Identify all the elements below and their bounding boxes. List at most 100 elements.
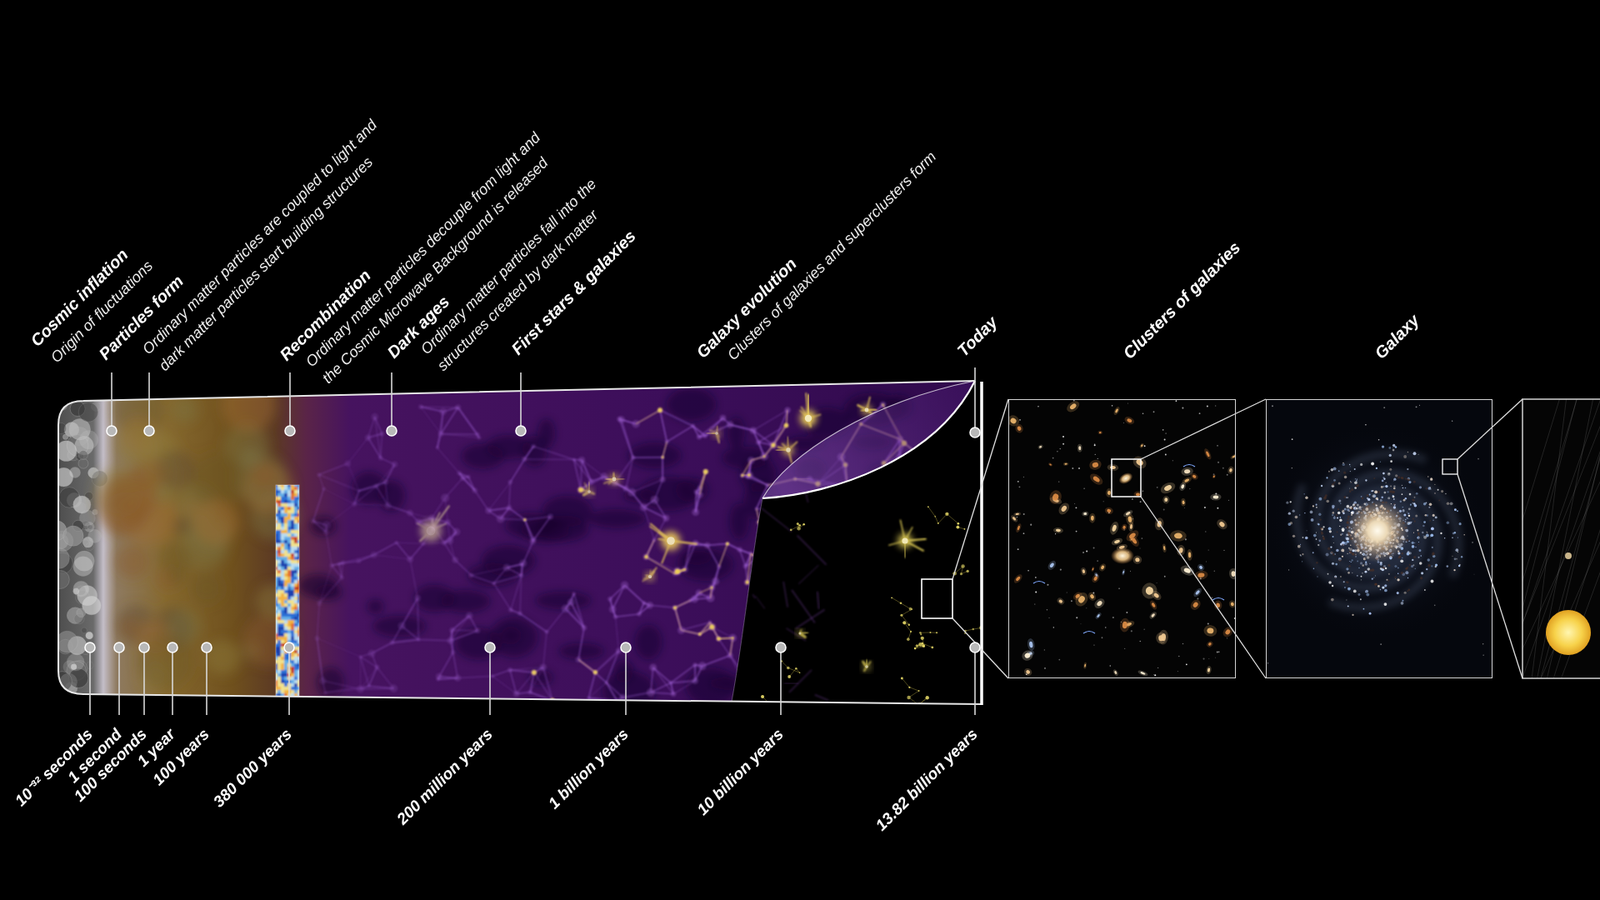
illustration-rect [294, 543, 299, 548]
illustration-line [675, 599, 695, 608]
illustration-rect [290, 570, 295, 575]
illustration-rect [277, 623, 282, 628]
illustration-line [612, 585, 625, 610]
illustration-line [623, 692, 651, 698]
illustration-rect [284, 573, 289, 578]
illustration-circle [420, 541, 425, 546]
illustration-line [707, 543, 728, 545]
galaxy-knot [649, 523, 697, 564]
illustration-rect [280, 670, 285, 675]
illustration-rect [277, 526, 282, 531]
illustration-ellipse [587, 509, 645, 529]
illustration-circle [770, 443, 775, 448]
illustration-circle [137, 634, 193, 690]
illustration-line [326, 504, 355, 525]
illustration-rect [280, 560, 285, 565]
illustration-line [660, 410, 667, 442]
illustration-line [459, 473, 475, 491]
illustration-rect [290, 593, 295, 598]
illustration-rect [284, 570, 289, 575]
illustration-rect [290, 536, 295, 541]
illustration-circle [78, 402, 99, 423]
illustration-line [534, 672, 553, 701]
illustration-rect [277, 616, 282, 621]
illustration-rect [290, 633, 295, 638]
illustration-rect [287, 563, 292, 568]
illustration-line [380, 434, 383, 459]
illustration-circle [523, 518, 527, 522]
illustration-rect [290, 603, 295, 608]
illustration-rect [284, 613, 289, 618]
illustration-rect [277, 536, 282, 541]
illustration-rect [277, 530, 282, 535]
illustration-line [705, 425, 730, 436]
illustration-circle [87, 524, 93, 530]
illustration-rect [290, 676, 295, 681]
illustration-line [494, 575, 522, 584]
illustration-rect [287, 546, 292, 551]
illustration-circle [62, 434, 68, 440]
illustration-rect [294, 536, 299, 541]
illustration-circle [374, 483, 380, 489]
illustration-rect [287, 516, 292, 521]
illustration-rect [277, 583, 282, 588]
illustration-line [420, 406, 459, 409]
illustration-line [805, 392, 809, 419]
illustration-rect [287, 513, 292, 518]
illustration-line [354, 485, 376, 505]
illustration-line [359, 485, 377, 491]
illustration-line [650, 605, 675, 608]
illustration-line [510, 670, 535, 673]
illustration-rect [290, 546, 295, 551]
illustration-line [570, 602, 585, 628]
illustration-rect [294, 486, 299, 491]
illustration-rect [294, 540, 299, 545]
illustration-circle [397, 621, 405, 630]
illustration-circle [785, 447, 790, 452]
illustration-rect [290, 660, 295, 665]
illustration-line [319, 475, 325, 490]
galaxy-knot [775, 436, 798, 464]
illustration-line [453, 652, 459, 679]
illustration-circle [694, 489, 700, 495]
illustration-rect [277, 493, 282, 498]
illustration-rect [50, 366, 992, 717]
illustration-rect [280, 680, 285, 685]
illustration-line [675, 600, 691, 608]
illustration-rect [287, 626, 292, 631]
illustration-line [354, 504, 388, 506]
illustration-rect [290, 503, 295, 508]
plasma-haze [93, 377, 299, 693]
illustration-rect [277, 593, 282, 598]
illustration-rect [284, 586, 289, 591]
illustration-rect [290, 620, 295, 625]
illustration-rect [294, 560, 299, 565]
illustration-circle [642, 553, 650, 560]
illustration-circle [60, 673, 78, 691]
illustration-rect [280, 486, 285, 491]
illustration-line [750, 456, 765, 461]
illustration-ellipse [310, 515, 337, 536]
illustration-rect [290, 523, 295, 528]
illustration-line [680, 630, 700, 635]
illustration-line [510, 575, 522, 610]
illustration-line [458, 407, 480, 438]
illustration-rect [290, 653, 295, 658]
illustration-circle [78, 458, 89, 469]
illustration-line [392, 640, 420, 644]
illustration-rect [284, 550, 289, 555]
illustration-circle [172, 516, 192, 536]
illustration-circle [641, 600, 646, 605]
illustration-rect [284, 496, 289, 501]
illustration-line [758, 425, 786, 442]
illustration-line [525, 520, 533, 542]
illustration-rect [287, 583, 292, 588]
illustration-line [452, 615, 470, 630]
illustration-circle [336, 561, 341, 566]
illustration-circle [115, 422, 159, 466]
illustration-circle [390, 640, 395, 645]
illustration-line [707, 543, 728, 545]
illustration-rect [294, 493, 299, 498]
illustration-line [360, 656, 370, 686]
illustration-rect [287, 580, 292, 585]
